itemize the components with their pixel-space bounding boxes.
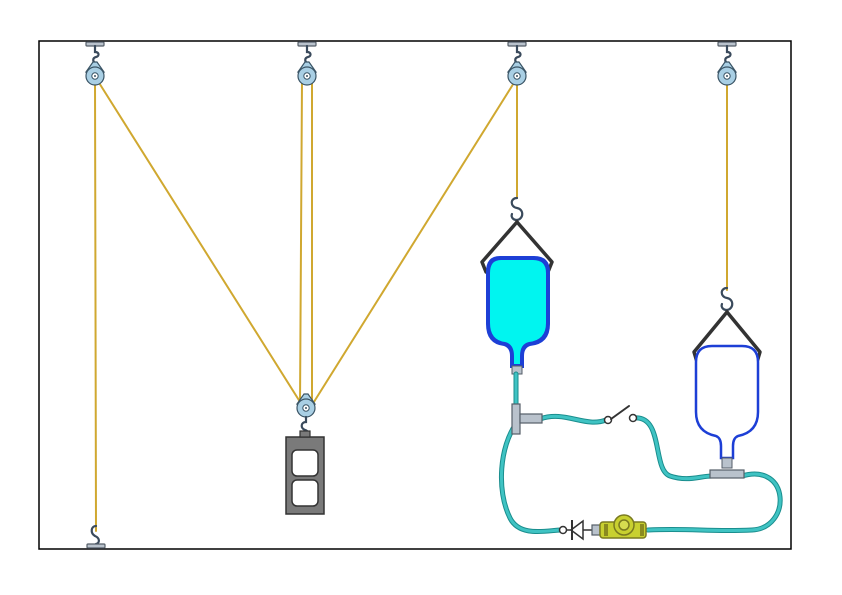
rope-4[interactable] — [311, 77, 518, 406]
weight-block[interactable] — [285, 430, 325, 515]
rope-2[interactable] — [95, 77, 303, 406]
pump[interactable] — [599, 514, 647, 539]
iv-bag-full[interactable] — [480, 196, 554, 375]
bag-empty-body — [694, 344, 760, 460]
scene-frame — [38, 40, 792, 550]
check-valve[interactable] — [558, 519, 601, 541]
rope-3a[interactable] — [299, 79, 303, 406]
switch[interactable] — [603, 405, 638, 425]
tee-connector-right[interactable] — [709, 469, 745, 479]
floor-hook[interactable] — [86, 524, 106, 549]
rope-1[interactable] — [94, 77, 97, 532]
bag-full-fluid — [490, 260, 546, 364]
ropes — [94, 77, 728, 532]
tubing[interactable] — [499, 371, 783, 535]
tee-connector-left[interactable] — [511, 403, 543, 435]
iv-bag-empty[interactable] — [692, 286, 762, 469]
